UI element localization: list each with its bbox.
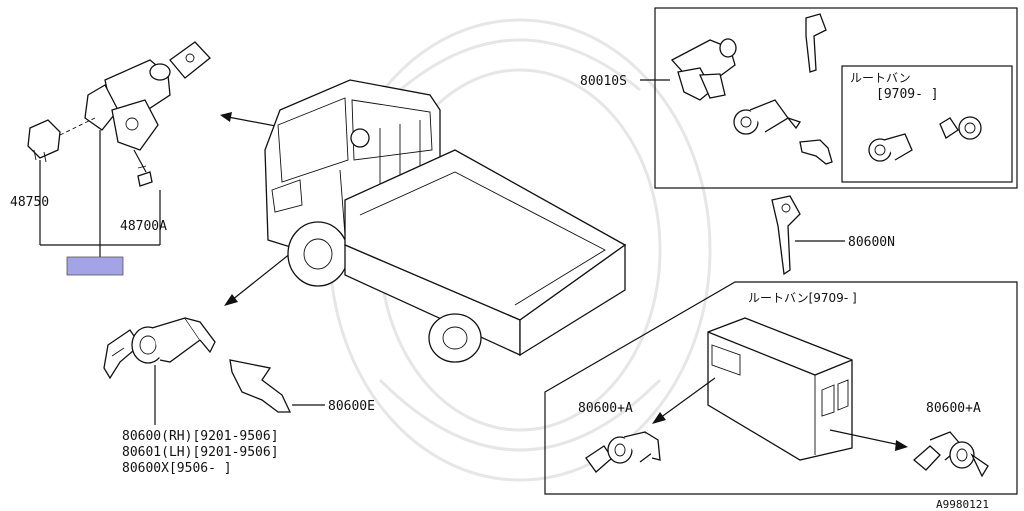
diagram-code: A9980121	[936, 498, 989, 511]
arrow-to-right-van-lock	[829, 429, 908, 451]
label-80601-lh: 80601(LH)[9201-9506]	[122, 445, 279, 460]
label-route-van-inset: ルートバン	[850, 71, 911, 85]
label-route-van-inset-range: [9709- ]	[876, 87, 939, 102]
steering-lock-assembly	[27, 41, 211, 258]
key-80600n	[771, 195, 845, 276]
label-80600a-right: 80600+A	[926, 401, 981, 416]
label-80010s: 80010S	[580, 74, 627, 89]
label-80600x: 80600X[9506- ]	[122, 461, 232, 476]
route-van-box	[544, 281, 1018, 495]
label-route-van-bottom: ルートバン[9709- ]	[748, 291, 857, 305]
highlight-marker	[66, 256, 124, 276]
route-van-inset-box	[841, 65, 1013, 183]
label-80600a-left: 80600+A	[578, 401, 633, 416]
watermark-emblem	[328, 18, 712, 482]
label-80600n: 80600N	[848, 235, 895, 250]
kit-box	[654, 7, 1018, 189]
label-80600e: 80600E	[328, 399, 375, 414]
arrow-to-left-van-lock	[652, 377, 716, 424]
kit-parts	[670, 13, 833, 165]
flatbed-truck	[264, 79, 627, 363]
label-48700a: 48700A	[120, 219, 167, 234]
inset-parts	[868, 116, 982, 162]
route-van	[707, 317, 853, 461]
label-48750: 48750	[10, 195, 49, 210]
van-lock-left	[585, 431, 661, 473]
van-lock-right	[912, 431, 989, 478]
label-80600-rh: 80600(RH)[9201-9506]	[122, 429, 279, 444]
door-lock-cylinder	[103, 317, 325, 425]
